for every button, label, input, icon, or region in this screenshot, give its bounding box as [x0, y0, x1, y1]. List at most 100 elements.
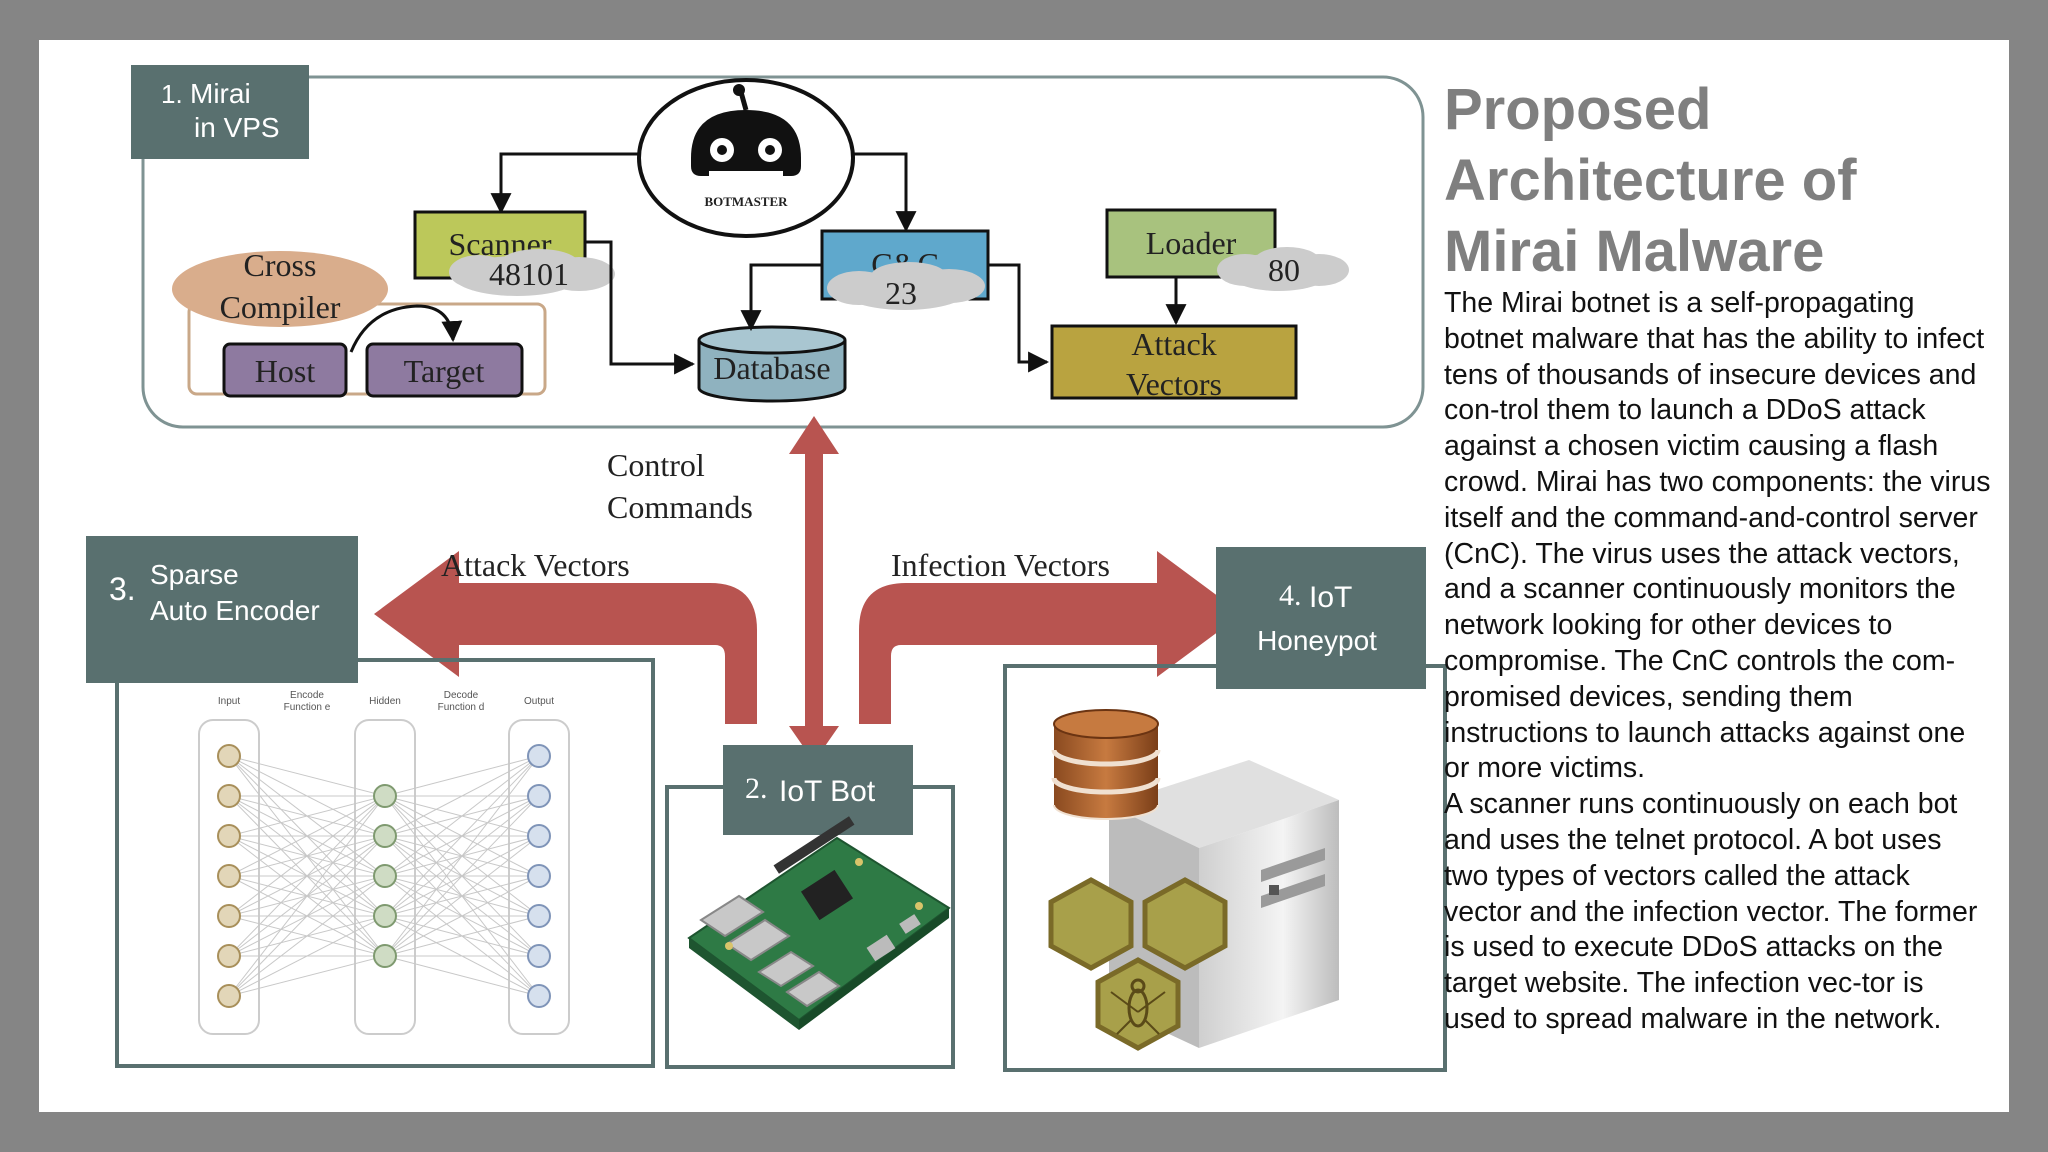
nn-decode-label2: Function d	[438, 702, 485, 713]
vps-label-line1: Mirai	[190, 78, 251, 109]
slide: 1. Mirai in VPS BOTMASTER Scanner 48101 …	[39, 40, 2009, 1112]
nn-input-node	[217, 824, 241, 848]
honeypot-line1: IoT	[1309, 581, 1352, 614]
nn-hidden-node	[373, 824, 397, 848]
scanner-port: 48101	[489, 256, 569, 292]
nn-output-node	[527, 864, 551, 888]
nn-edge	[384, 755, 540, 837]
attack-vectors-box-line2: Vectors	[1126, 366, 1222, 402]
database-label: Database	[713, 350, 830, 386]
neural-network: Input Encode Function e Hidden Decode Fu…	[198, 690, 570, 1035]
description-paragraph: The Mirai botnet is a self-propagating b…	[1444, 287, 1991, 785]
nn-input-node	[217, 904, 241, 928]
infection-vectors-arrow	[859, 551, 1242, 724]
nn-edge	[384, 755, 540, 957]
sae-label-box	[86, 536, 358, 683]
nn-edge	[228, 795, 386, 837]
attack-vectors-box-line1: Attack	[1131, 326, 1216, 362]
nn-input-node	[217, 944, 241, 968]
host-box	[222, 342, 348, 398]
nn-edge	[228, 915, 386, 997]
nn-output-node	[527, 984, 551, 1008]
sae-line2: Auto Encoder	[150, 595, 320, 626]
host-to-target-arrow	[349, 304, 463, 353]
nn-hidden-node	[373, 904, 397, 928]
scanner-port-cloud	[449, 249, 615, 296]
vps-label-num: 1.	[161, 79, 183, 109]
control-commands-line1: Control	[607, 447, 705, 483]
nn-input-node	[217, 744, 241, 768]
nn-edge	[384, 795, 540, 957]
iot-bot-num: 2.	[745, 772, 768, 805]
raspberry-pi-board	[687, 816, 951, 1030]
nn-edge	[228, 795, 386, 957]
nn-hidden-node	[373, 944, 397, 968]
architecture-diagram: 1. Mirai in VPS BOTMASTER Scanner 48101 …	[86, 65, 1447, 1072]
description-paragraph: A scanner runs continuously on each bot …	[1444, 788, 1978, 1035]
nn-input-node	[217, 864, 241, 888]
honeypot-line2: Honeypot	[1257, 625, 1377, 656]
nn-hidden-node	[373, 784, 397, 808]
nn-input-node	[217, 784, 241, 808]
sae-num: 3.	[109, 571, 136, 607]
honeycomb-bee-icon	[1048, 877, 1228, 1051]
vps-frame	[141, 75, 1425, 429]
iot-bot-label-box	[723, 745, 913, 835]
nn-input-label: Input	[218, 696, 240, 707]
nn-hidden-label: Hidden	[369, 696, 401, 707]
infection-vectors-arrow-label: Infection Vectors	[891, 547, 1110, 583]
cross-compiler-ellipse	[172, 251, 388, 327]
nn-edge	[228, 835, 386, 997]
nn-edge	[228, 875, 386, 997]
nn-output-node	[527, 824, 551, 848]
nn-output-node	[527, 944, 551, 968]
nn-edge	[228, 795, 386, 917]
attack-vectors-box	[1050, 324, 1298, 400]
nn-edge	[384, 915, 540, 957]
nn-edge	[228, 795, 386, 877]
nn-edge	[228, 955, 386, 997]
nn-encode-label1: Encode	[290, 690, 324, 701]
nn-decode-label1: Decode	[444, 690, 479, 701]
nn-edge	[384, 835, 540, 957]
database-node	[697, 325, 847, 403]
sae-frame	[115, 658, 655, 1068]
nn-edge	[384, 755, 540, 877]
nn-edge	[228, 795, 386, 997]
loader-label: Loader	[1146, 225, 1237, 261]
cross-compiler-line2: Compiler	[220, 289, 341, 325]
nn-input-node	[217, 984, 241, 1008]
target-label: Target	[404, 353, 485, 389]
nn-edge	[384, 755, 540, 797]
nn-hidden-node	[373, 864, 397, 888]
nn-encode-label2: Function e	[284, 702, 331, 713]
nn-edge	[384, 955, 540, 997]
sae-line1: Sparse	[150, 559, 239, 590]
loader-port-cloud	[1217, 247, 1349, 291]
cnc-port: 23	[885, 275, 917, 311]
nn-edge	[384, 875, 540, 957]
nn-output-node	[527, 904, 551, 928]
nn-output-node	[527, 784, 551, 808]
honeypot-num: 4.	[1279, 579, 1302, 612]
loader-port: 80	[1268, 252, 1300, 288]
nn-output-node	[527, 744, 551, 768]
control-commands-arrow	[789, 416, 839, 762]
vps-label-box	[131, 65, 309, 159]
robot-icon	[691, 110, 801, 176]
cnc-port-cloud	[827, 262, 985, 310]
honeypot-label-box	[1216, 547, 1426, 689]
vps-label-line2: in VPS	[194, 112, 280, 143]
nn-edge	[384, 755, 540, 917]
botmaster-label: BOTMASTER	[704, 194, 788, 209]
nn-output-label: Output	[524, 696, 554, 707]
target-box	[365, 342, 524, 398]
database-disks-icon	[1051, 709, 1161, 820]
iot-bot-label: IoT Bot	[779, 775, 876, 808]
control-commands-line2: Commands	[607, 489, 753, 525]
page-title: Proposed Architecture of Mirai Malware	[1444, 77, 1857, 284]
host-label: Host	[255, 353, 316, 389]
attack-vectors-arrow-label: Attack Vectors	[441, 547, 630, 583]
cross-compiler-line1: Cross	[244, 247, 317, 283]
botmaster-node: BOTMASTER	[637, 78, 855, 238]
